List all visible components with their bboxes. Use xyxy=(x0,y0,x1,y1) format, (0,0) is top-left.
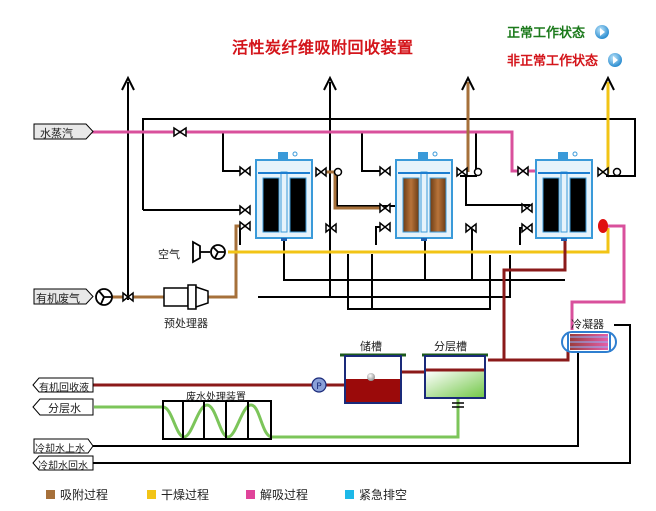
air-blower-icon[interactable] xyxy=(192,240,226,264)
separation-tank[interactable] xyxy=(422,353,488,408)
adsorber-3[interactable] xyxy=(535,151,608,241)
adsorber-1[interactable] xyxy=(255,151,313,241)
play-icon[interactable] xyxy=(595,25,610,39)
pump-icon[interactable]: P xyxy=(311,377,327,393)
legend-swatch xyxy=(246,490,255,499)
cooling-return-label: 冷却水回水 xyxy=(38,461,88,472)
legend-desorption: 解吸过程 xyxy=(246,486,308,503)
adsorber-2[interactable] xyxy=(395,151,453,241)
recovered-liquid-piping xyxy=(40,238,570,387)
waste-gas-input-label: 有机废气 xyxy=(36,292,80,305)
cooling-supply-label: 冷却水上水 xyxy=(35,444,85,455)
abnormal-state-button[interactable]: 非正常工作状态 xyxy=(507,50,623,69)
top-loop xyxy=(142,118,636,210)
legend-swatch xyxy=(147,490,156,499)
tag-shapes xyxy=(32,123,94,471)
valves[interactable] xyxy=(122,126,609,303)
legend-swatch xyxy=(46,490,55,499)
normal-state-label: 正常工作状态 xyxy=(507,26,586,41)
page-title: 活性炭纤维吸附回收装置 xyxy=(232,38,414,57)
wastewater-unit[interactable] xyxy=(162,400,272,440)
steam-valve-icon xyxy=(173,126,187,138)
separation-tank-label: 分层槽 xyxy=(434,340,467,353)
legend-adsorption: 吸附过程 xyxy=(46,486,108,503)
abnormal-state-label: 非正常工作状态 xyxy=(507,54,599,69)
condenser-label: 冷凝器 xyxy=(571,318,604,331)
air-input-label: 空气 xyxy=(158,248,180,261)
play-icon[interactable] xyxy=(608,53,623,67)
pump-label: P xyxy=(316,382,322,392)
legend-emergency: 紧急排空 xyxy=(345,486,407,503)
alarm-valve-icon xyxy=(598,219,608,233)
cooling-supply-line xyxy=(40,350,579,447)
steam-input-label: 水蒸汽 xyxy=(40,127,73,140)
pretreatment-unit[interactable] xyxy=(163,284,209,310)
legend-label: 解吸过程 xyxy=(260,488,309,502)
condenser[interactable] xyxy=(561,331,617,353)
legend-label: 紧急排空 xyxy=(359,488,408,502)
storage-tank[interactable] xyxy=(340,353,406,404)
legend-drying: 干燥过程 xyxy=(147,486,209,503)
legend-label: 吸附过程 xyxy=(60,488,109,502)
legend-swatch xyxy=(345,490,354,499)
normal-state-button[interactable]: 正常工作状态 xyxy=(507,22,610,41)
cooling-return-line xyxy=(40,324,631,464)
storage-tank-label: 储槽 xyxy=(360,340,382,353)
recovered-liquid-output-label: 有机回收液 xyxy=(39,383,89,394)
wastewater-unit-label: 废水处理装置 xyxy=(186,392,246,403)
adsorption-piping xyxy=(112,82,470,299)
waste-gas-fan-icon[interactable] xyxy=(95,288,113,306)
pretreatment-label: 预处理器 xyxy=(164,317,208,330)
legend-label: 干燥过程 xyxy=(161,488,210,502)
separated-water-output-label: 分层水 xyxy=(48,402,81,415)
